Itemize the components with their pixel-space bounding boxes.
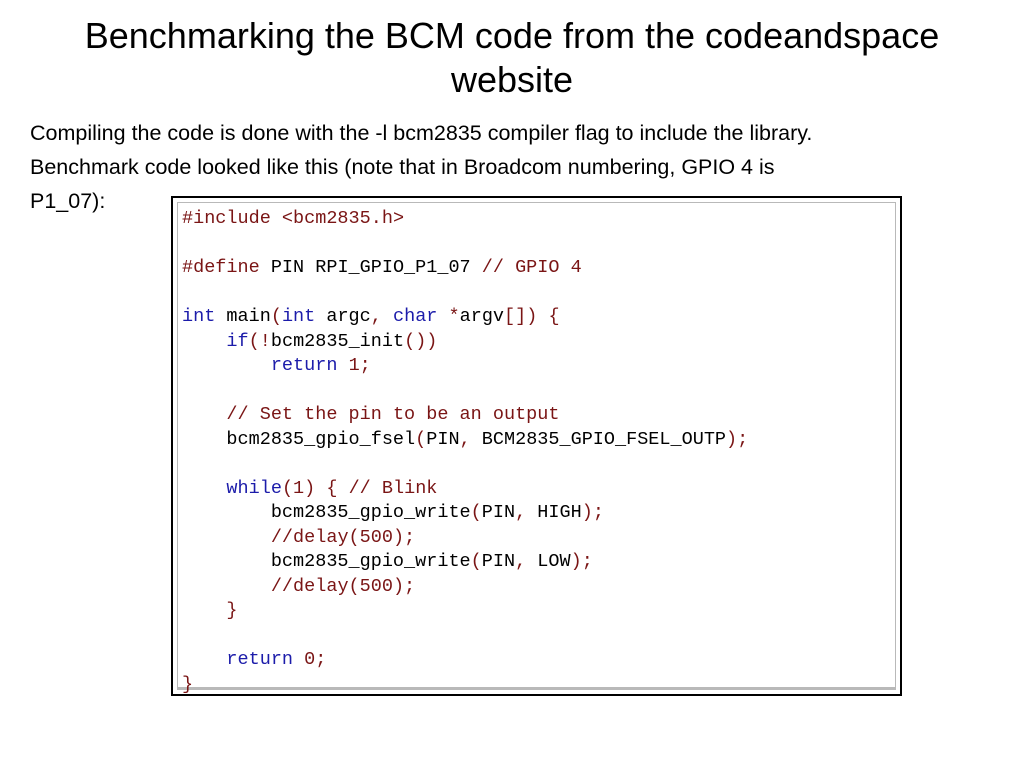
code-token: // Set the pin to be an output <box>226 404 560 425</box>
code-token: PIN RPI_GPIO_P1_07 <box>270 257 482 278</box>
code-token: ( <box>415 428 427 450</box>
code-token: BCM2835_GPIO_FSEL_OUTP <box>481 428 727 450</box>
code-panel: #include <bcm2835.h> #define PIN RPI_GPI… <box>177 202 896 694</box>
code-line: bcm2835_gpio_fsel(PIN, BCM2835_GPIO_FSEL… <box>182 428 895 453</box>
code-token: //delay(500); <box>270 575 416 597</box>
code-line: if(!bcm2835_init()) <box>182 330 895 355</box>
code-token: bcm2835_init <box>270 330 405 352</box>
code-token: 1 <box>293 477 305 499</box>
slide-title: Benchmarking the BCM code from the codea… <box>84 15 940 100</box>
slide-body: Compiling the code is done with the -l b… <box>30 116 1005 218</box>
code-token: , <box>515 551 538 572</box>
code-token: ; <box>315 649 327 670</box>
code-token <box>182 355 271 376</box>
code-token: LOW <box>537 551 571 572</box>
code-screenshot: #include <bcm2835.h> #define PIN RPI_GPI… <box>171 196 902 696</box>
code-token: , <box>459 428 482 450</box>
code-token: main <box>215 306 271 327</box>
code-token: ()) <box>404 330 438 352</box>
code-token: char <box>392 306 438 327</box>
code-token: argc <box>315 306 371 327</box>
code-line <box>182 452 895 477</box>
code-token <box>182 649 226 670</box>
code-line: return 0; <box>182 648 895 673</box>
code-token: ); <box>581 502 604 523</box>
code-token <box>182 404 226 425</box>
code-token: // GPIO 4 <box>481 257 582 278</box>
code-line <box>182 379 895 404</box>
code-token: , <box>515 502 538 523</box>
code-line: } <box>182 599 895 624</box>
code-line: return 1; <box>182 354 895 379</box>
code-token <box>182 331 226 352</box>
code-block: #include <bcm2835.h> #define PIN RPI_GPI… <box>178 203 895 695</box>
code-token: ) { <box>304 477 349 499</box>
body-paragraph-pin: P1_07): <box>30 189 106 213</box>
code-token: // Blink <box>348 477 438 499</box>
code-token: bcm2835_gpio_write <box>182 502 471 523</box>
code-token: #include <box>182 208 282 229</box>
code-line: // Set the pin to be an output <box>182 403 895 428</box>
code-token <box>337 355 348 376</box>
code-token: return <box>226 649 294 670</box>
code-line: bcm2835_gpio_write(PIN, LOW); <box>182 550 895 575</box>
code-token: //delay(500); <box>270 526 416 548</box>
code-token: ( <box>270 306 282 327</box>
code-line: } <box>182 673 895 695</box>
code-line: while(1) { // Blink <box>182 477 895 502</box>
code-token: ( <box>281 477 294 499</box>
code-token: , <box>370 306 393 327</box>
code-token: while <box>226 477 282 499</box>
code-token: if <box>226 330 249 352</box>
code-line: int main(int argc, char *argv[]) { <box>182 305 895 330</box>
code-token <box>182 527 271 548</box>
code-line: bcm2835_gpio_write(PIN, HIGH); <box>182 501 895 526</box>
code-line: //delay(500); <box>182 575 895 600</box>
code-token: ; <box>359 355 371 376</box>
code-token: (! <box>248 330 271 352</box>
code-token: ( <box>470 551 482 572</box>
code-token: PIN <box>426 428 460 450</box>
code-token <box>182 478 226 499</box>
code-token: #define <box>182 257 271 278</box>
code-token: 0 <box>304 649 316 670</box>
code-token: PIN <box>481 502 516 523</box>
code-token: int <box>182 306 216 327</box>
body-paragraph-compile: Compiling the code is done with the -l b… <box>30 121 813 145</box>
code-token: ); <box>570 551 593 572</box>
code-line: //delay(500); <box>182 526 895 551</box>
code-line <box>182 281 895 306</box>
code-line: #define PIN RPI_GPIO_P1_07 // GPIO 4 <box>182 256 895 281</box>
code-token: 1 <box>348 355 360 376</box>
code-token: } <box>182 673 194 695</box>
code-token: int <box>281 306 316 327</box>
code-token: HIGH <box>537 502 582 523</box>
code-token: ( <box>470 502 482 523</box>
code-token: []) { <box>504 306 560 327</box>
code-token: bcm2835_gpio_write <box>182 551 471 572</box>
code-token: return <box>270 355 338 376</box>
code-token: PIN <box>481 551 516 572</box>
code-token: } <box>226 600 238 621</box>
code-line <box>182 624 895 649</box>
code-token <box>182 576 271 597</box>
code-token: * <box>448 306 460 327</box>
code-token <box>293 649 304 670</box>
code-line: #include <bcm2835.h> <box>182 207 895 232</box>
body-paragraph-benchmark: Benchmark code looked like this (note th… <box>30 155 775 179</box>
code-token: bcm2835_gpio_fsel <box>182 428 416 450</box>
code-token: ); <box>726 428 749 450</box>
code-token: argv <box>459 306 505 327</box>
code-token: <bcm2835.h> <box>281 208 405 229</box>
code-line <box>182 232 895 257</box>
code-token <box>182 600 226 621</box>
code-token <box>437 306 448 327</box>
